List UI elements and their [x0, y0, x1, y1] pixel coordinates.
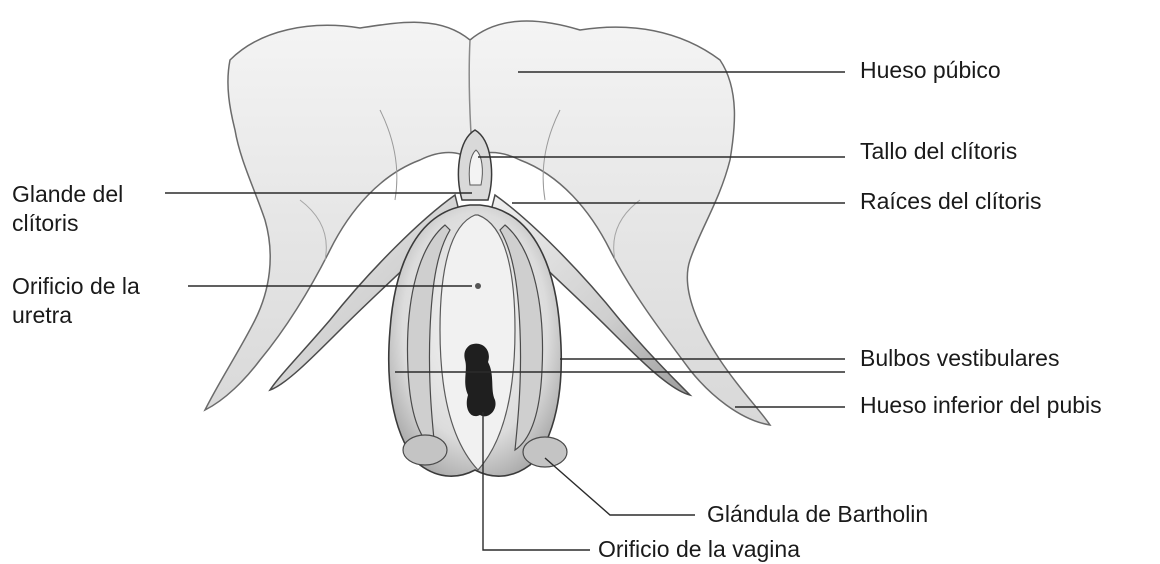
label-orificio-uretra: Orificio de la uretra: [12, 272, 140, 330]
label-glande-clitoris-line2: clítoris: [12, 209, 123, 238]
label-hueso-inferior-pubis: Hueso inferior del pubis: [860, 391, 1102, 420]
label-bulbos-vestibulares: Bulbos vestibulares: [860, 344, 1059, 373]
label-glande-clitoris-line1: Glande del: [12, 180, 123, 209]
urethral-orifice-shape: [475, 283, 481, 289]
label-orificio-uretra-line2: uretra: [12, 301, 140, 330]
label-raices-clitoris: Raíces del clítoris: [860, 187, 1042, 216]
vestibular-bulbs-shape: [389, 205, 562, 476]
leader-line-glandula-bartholin: [545, 458, 695, 515]
label-glandula-bartholin: Glándula de Bartholin: [707, 500, 928, 529]
label-hueso-pubico: Hueso púbico: [860, 56, 1001, 85]
label-glande-clitoris: Glande del clítoris: [12, 180, 123, 238]
label-orificio-uretra-line1: Orificio de la: [12, 272, 140, 301]
label-orificio-vagina: Orificio de la vagina: [598, 535, 800, 564]
label-tallo-clitoris: Tallo del clítoris: [860, 137, 1017, 166]
